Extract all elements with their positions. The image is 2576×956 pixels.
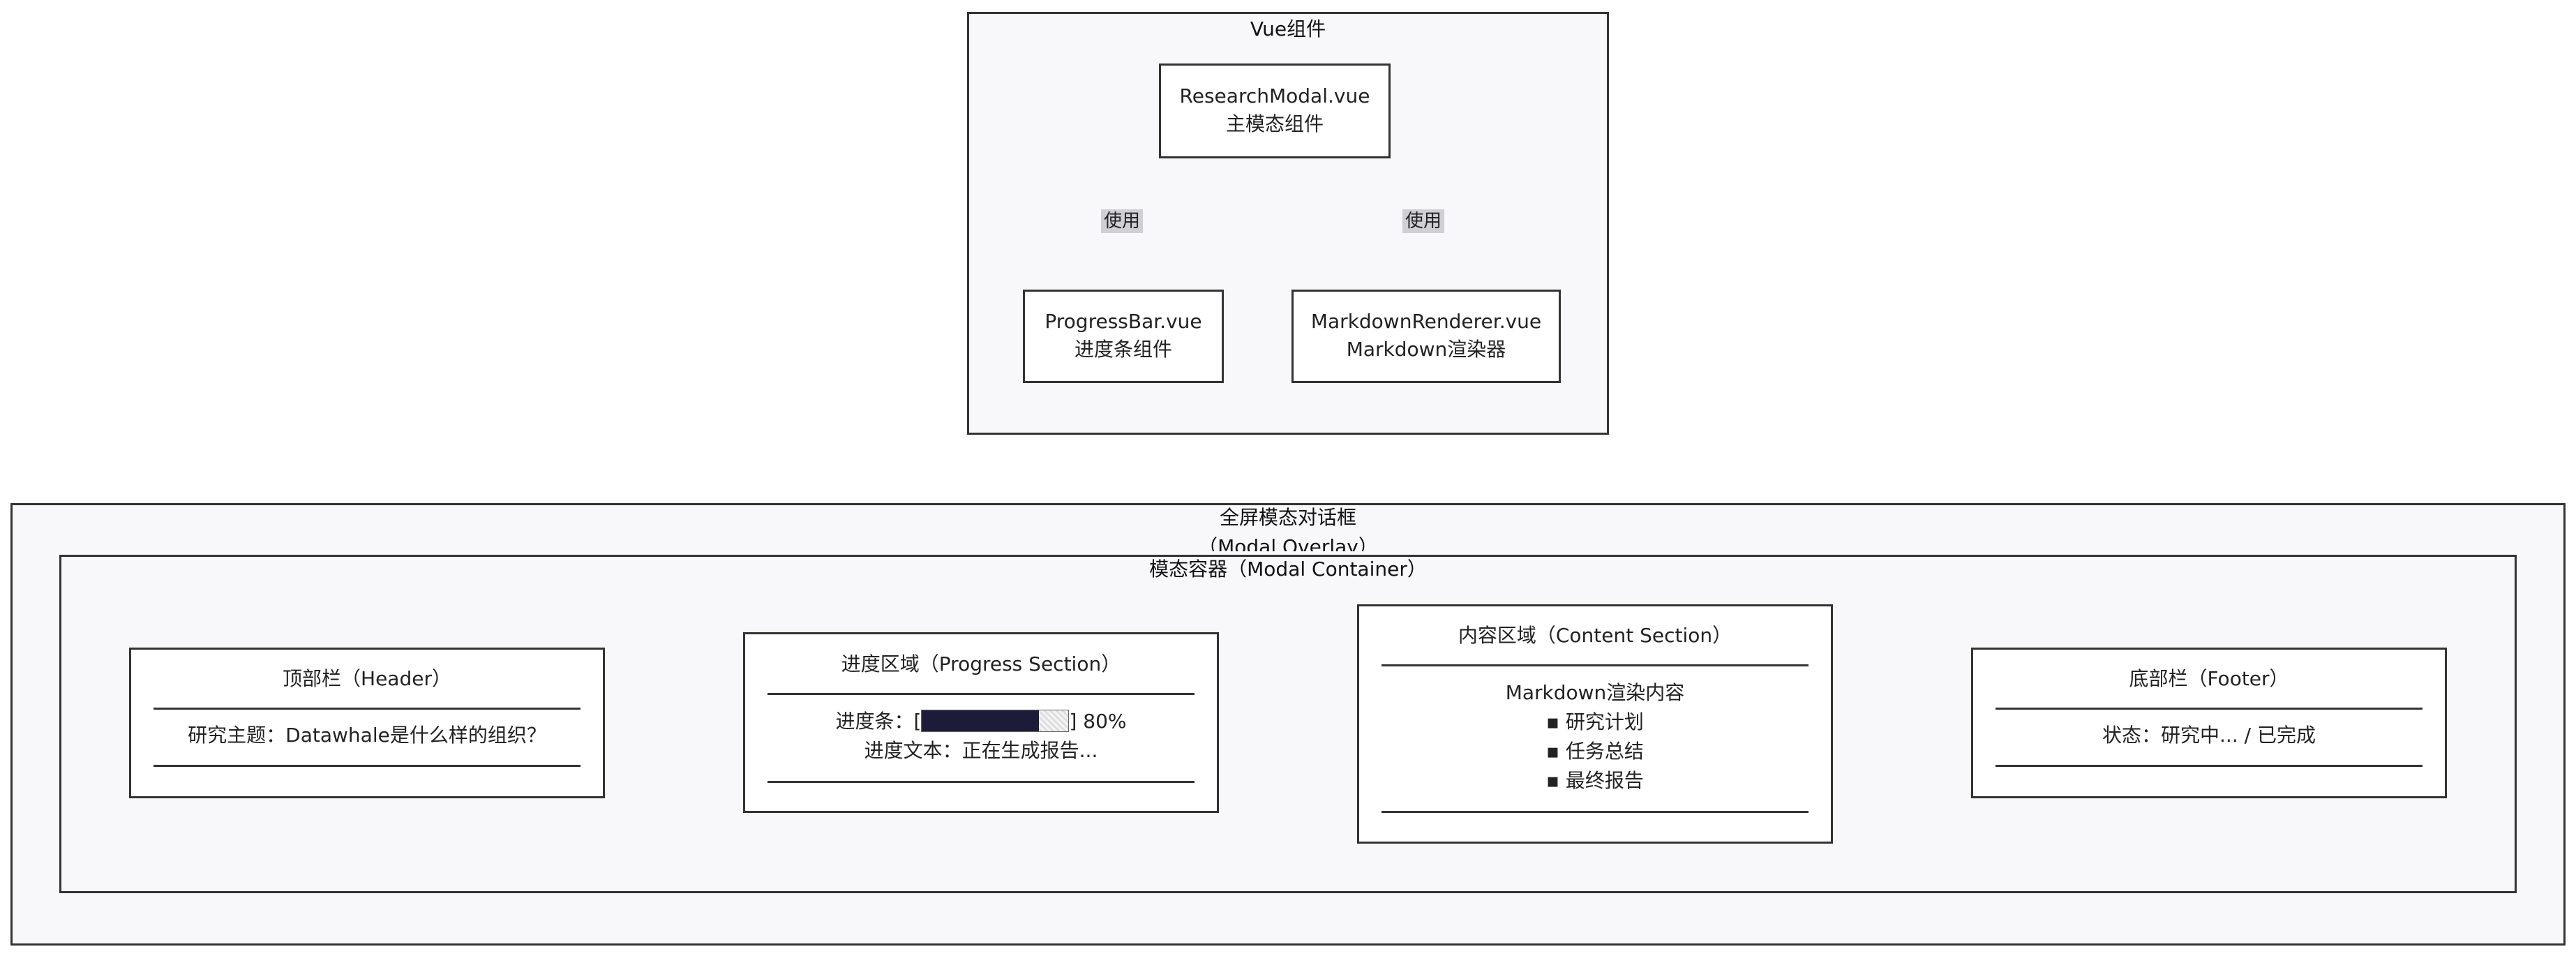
progress-bar-visual xyxy=(921,710,1070,732)
modal-overlay-subtitle: （Modal Overlay） xyxy=(1198,535,1378,551)
footer-card-text: 状态：研究中... / 已完成 xyxy=(2102,724,2316,747)
progress-card-divider-bottom xyxy=(767,781,1195,783)
content-card-divider-top xyxy=(1381,664,1809,666)
header-card: 顶部栏（Header） 研究主题：Datawhale是什么样的组织？ xyxy=(129,648,605,798)
content-card: 内容区域（Content Section） Markdown渲染内容 ▪ 研究计… xyxy=(1357,604,1833,844)
content-item-summary: ▪ 任务总结 xyxy=(1546,740,1644,763)
modal-container-title: 模态容器（Modal Container） xyxy=(1149,558,1427,581)
footer-card-divider-bottom xyxy=(1995,765,2423,767)
progress-bar-filename: ProgressBar.vue xyxy=(1044,310,1202,333)
progress-card: 进度区域（Progress Section） 进度条：[ ] 80% 进度文本：正… xyxy=(743,632,1219,813)
markdown-renderer-node: MarkdownRenderer.vue Markdown渲染器 xyxy=(1291,290,1561,383)
edge-label-uses-left: 使用 xyxy=(1101,209,1144,233)
progress-card-title: 进度区域（Progress Section） xyxy=(841,652,1121,675)
research-modal-node: ResearchModal.vue 主模态组件 xyxy=(1159,64,1391,158)
progress-card-divider-top xyxy=(767,693,1195,695)
progress-bar-line: 进度条：[ ] 80% xyxy=(745,707,1217,736)
content-card-divider-bottom xyxy=(1381,811,1809,813)
footer-card-divider-top xyxy=(1995,708,2423,710)
modal-overlay-title: 全屏模态对话框 xyxy=(1219,506,1356,529)
content-card-title: 内容区域（Content Section） xyxy=(1458,624,1732,647)
research-modal-filename: ResearchModal.vue xyxy=(1179,84,1370,107)
markdown-renderer-filename: MarkdownRenderer.vue xyxy=(1310,310,1542,333)
vue-cluster-title: Vue组件 xyxy=(1250,17,1326,40)
header-card-divider-bottom xyxy=(153,765,581,767)
progress-bar-desc: 进度条组件 xyxy=(1074,338,1172,361)
progress-bar-fill xyxy=(922,710,1040,731)
header-card-divider-top xyxy=(153,708,581,710)
research-modal-desc: 主模态组件 xyxy=(1225,112,1324,135)
progress-bar-percent: ] 80% xyxy=(1069,710,1127,733)
markdown-renderer-desc: Markdown渲染器 xyxy=(1346,338,1506,361)
edge-label-uses-right: 使用 xyxy=(1402,209,1445,233)
progress-bar-node: ProgressBar.vue 进度条组件 xyxy=(1023,290,1224,383)
header-card-text: 研究主题：Datawhale是什么样的组织？ xyxy=(188,724,546,747)
progress-card-text: 进度文本：正在生成报告... xyxy=(864,739,1098,762)
header-card-title: 顶部栏（Header） xyxy=(283,667,451,690)
content-item-report: ▪ 最终报告 xyxy=(1546,769,1644,792)
content-card-heading: Markdown渲染内容 xyxy=(1505,681,1685,704)
footer-card: 底部栏（Footer） 状态：研究中... / 已完成 xyxy=(1971,648,2447,798)
content-item-plan: ▪ 研究计划 xyxy=(1546,710,1644,733)
progress-bar-label: 进度条：[ xyxy=(835,710,922,733)
footer-card-title: 底部栏（Footer） xyxy=(2129,667,2289,690)
